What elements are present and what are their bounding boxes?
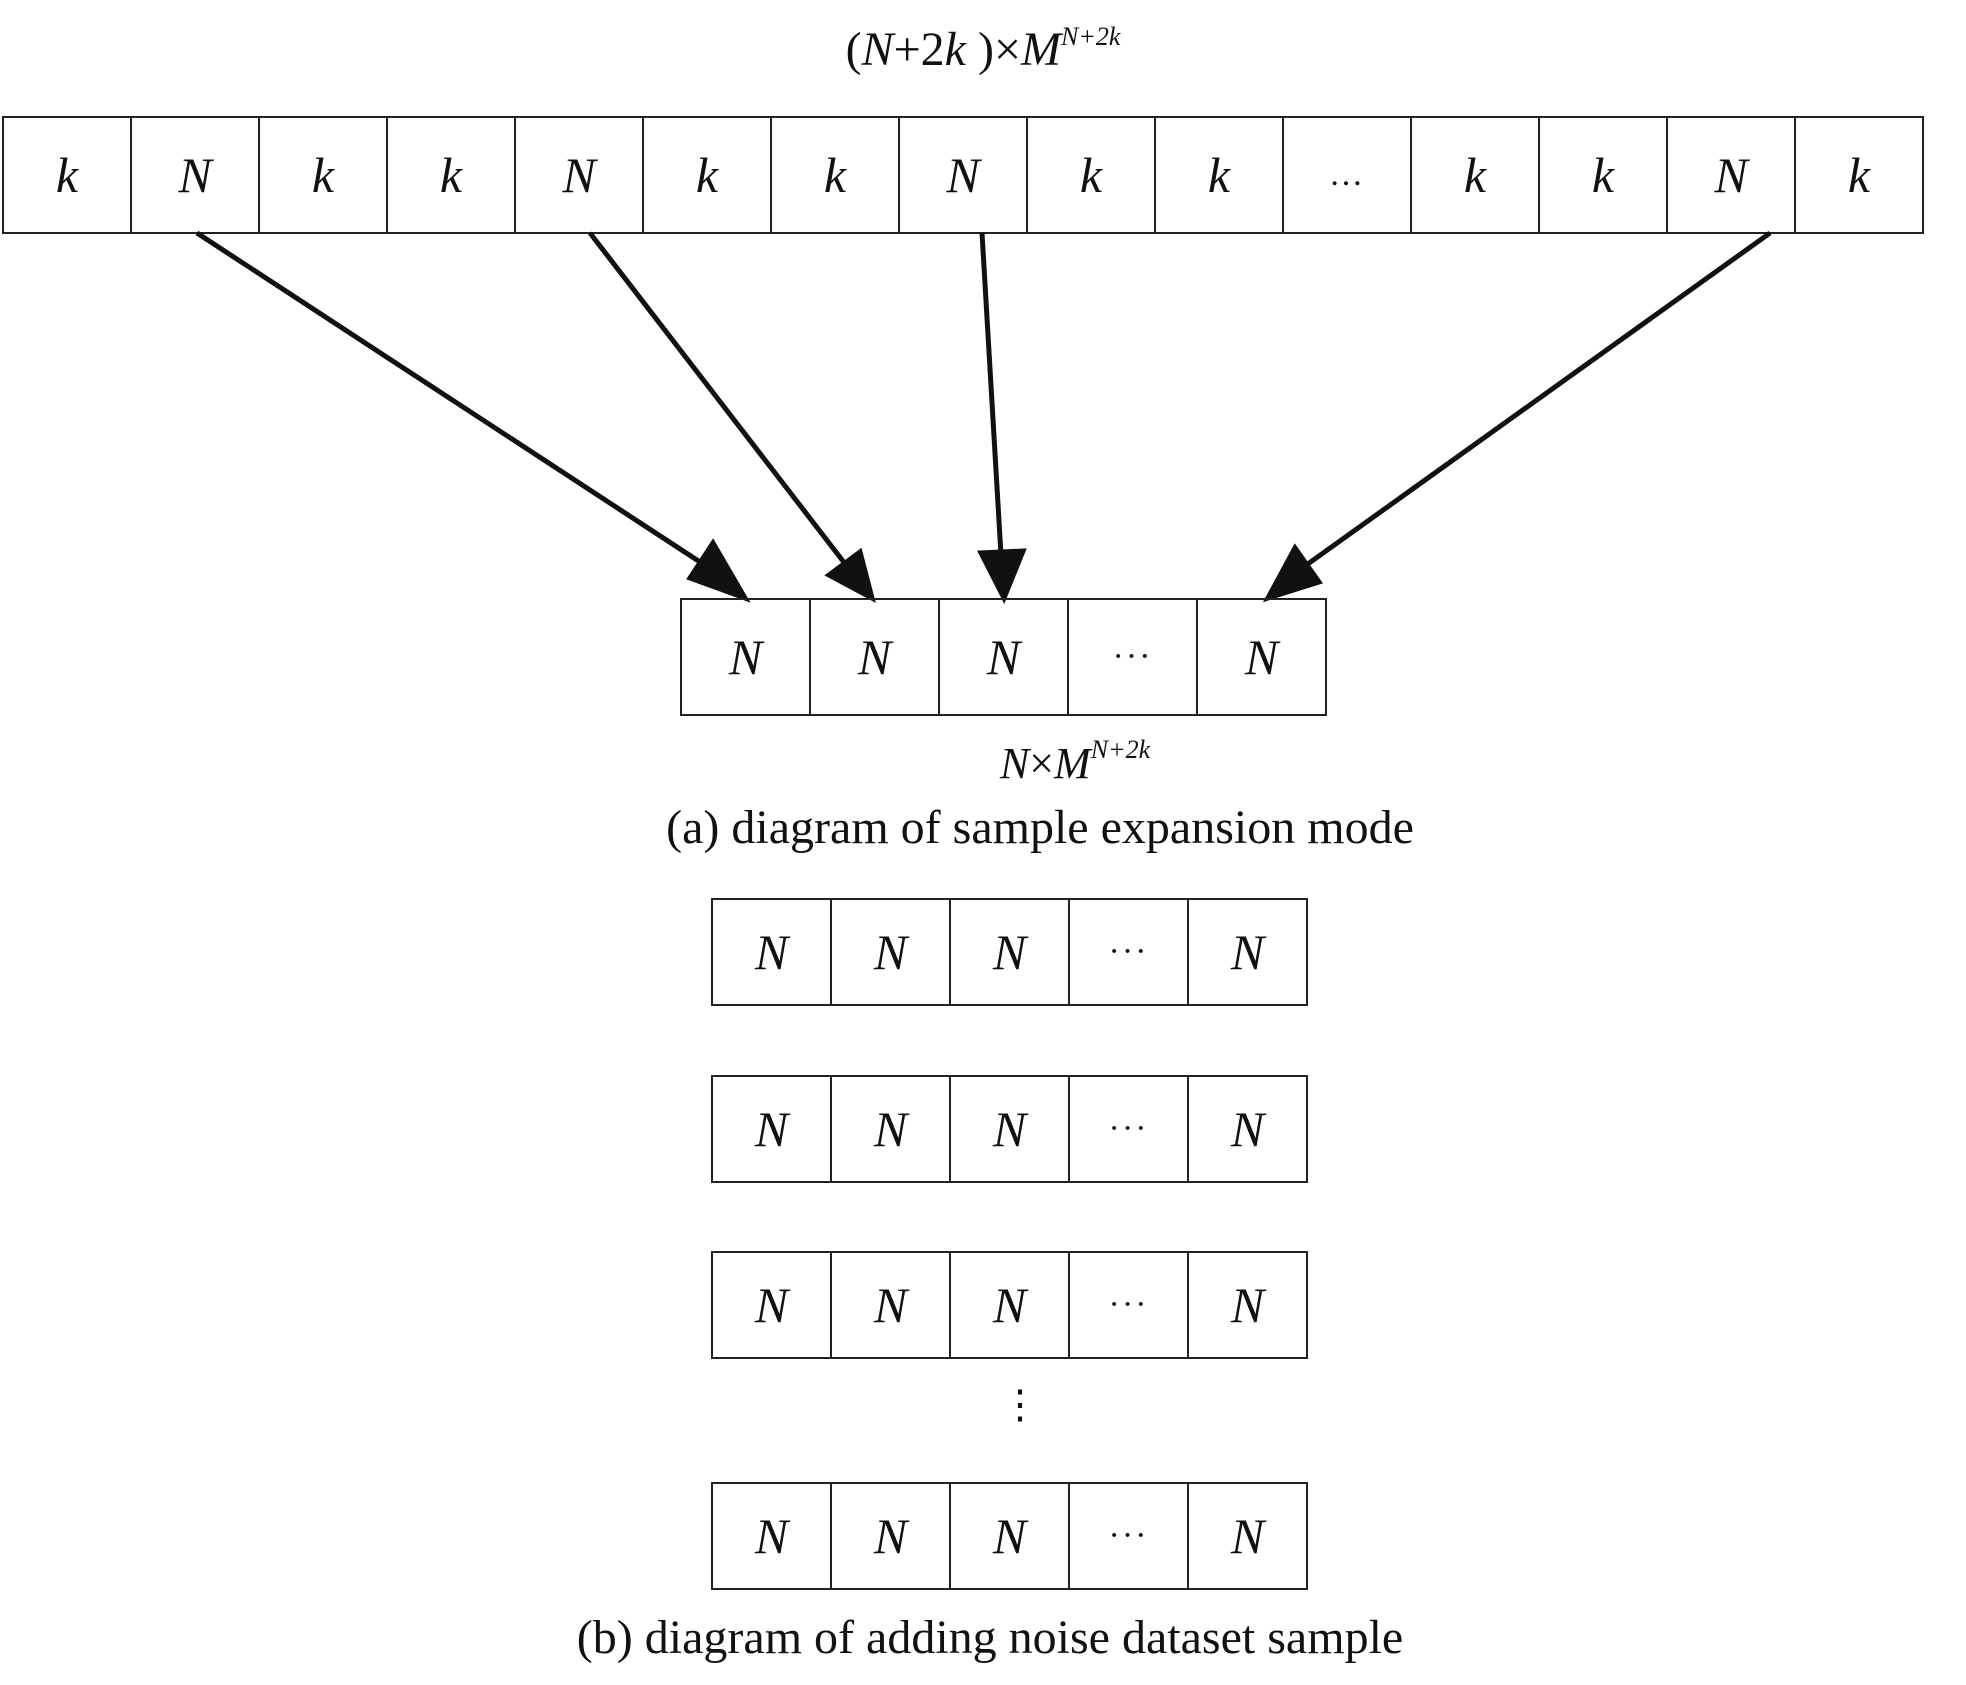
noise-cell: N	[1187, 1251, 1308, 1359]
noise-cell: N	[1187, 1482, 1308, 1590]
noise-cell: N	[830, 1251, 951, 1359]
noise-sample-row-1: N N N ··· N	[711, 898, 1308, 1006]
noise-cell-ellipsis: ···	[1068, 1482, 1189, 1590]
noise-cell: N	[830, 1482, 951, 1590]
arrow-1-head	[686, 538, 751, 603]
noise-cell: N	[830, 898, 951, 1006]
noise-cell: N	[711, 898, 832, 1006]
noise-cell: N	[949, 1075, 1070, 1183]
arrow-3	[979, 232, 1004, 556]
top-sequence-length-label: (N+2k )×MN+2k	[0, 22, 1966, 77]
noise-cell-ellipsis: ···	[1068, 898, 1189, 1006]
caption-a: (a) diagram of sample expansion mode	[666, 801, 1414, 854]
seq-cell: N	[898, 116, 1028, 234]
noise-sample-row-3: N N N ··· N	[711, 1251, 1308, 1359]
arrow-2	[588, 231, 848, 567]
label-k: k	[944, 23, 966, 76]
label-n: N	[861, 23, 894, 76]
noise-cell: N	[830, 1075, 951, 1183]
noise-cell: N	[711, 1251, 832, 1359]
label-exponent: N+2k	[1090, 735, 1151, 764]
vertical-ellipsis: ⋮	[1000, 1382, 1040, 1427]
noise-cell: N	[1187, 1075, 1308, 1183]
noise-sample-row-4: N N N ··· N	[711, 1482, 1308, 1590]
label-exponent: N+2k	[1061, 22, 1121, 51]
arrow-4	[1303, 230, 1772, 569]
arrow-1	[195, 230, 702, 565]
noise-cell-ellipsis: ···	[1068, 1251, 1189, 1359]
sample-cell: N	[809, 598, 940, 716]
arrow-2-head	[824, 547, 876, 603]
noise-cell: N	[949, 1482, 1070, 1590]
label-n: N	[999, 739, 1030, 788]
noise-cell-ellipsis: ···	[1068, 1075, 1189, 1183]
original-sequence-row: k N k k N k k N k k … k k N k	[2, 116, 1924, 234]
arrow-4-head	[1262, 543, 1324, 603]
noise-cell: N	[711, 1482, 832, 1590]
sample-cell: N	[938, 598, 1069, 716]
caption-b: (b) diagram of adding noise dataset samp…	[576, 1611, 1404, 1664]
paren-open: (	[845, 23, 862, 76]
seq-cell: k	[1794, 116, 1924, 234]
noise-sample-row-2: N N N ··· N	[711, 1075, 1308, 1183]
label-times: ×	[1029, 739, 1055, 788]
sample-cell: N	[1196, 598, 1327, 716]
noise-cell: N	[711, 1075, 832, 1183]
noise-cell: N	[1187, 898, 1308, 1006]
paren-close-times: )×	[965, 23, 1022, 76]
sample-cell: N	[680, 598, 811, 716]
label-m: M	[1054, 739, 1091, 788]
label-m: M	[1021, 23, 1061, 76]
expanded-sample-row: N N N ··· N	[680, 598, 1327, 716]
arrow-3-head	[977, 548, 1027, 605]
sample-cell-ellipsis: ···	[1067, 598, 1198, 716]
noise-cell: N	[949, 898, 1070, 1006]
expanded-sample-size-label: N×MN+2k	[0, 735, 1966, 789]
noise-cell: N	[949, 1251, 1070, 1359]
label-plus-two: +2	[893, 23, 945, 76]
